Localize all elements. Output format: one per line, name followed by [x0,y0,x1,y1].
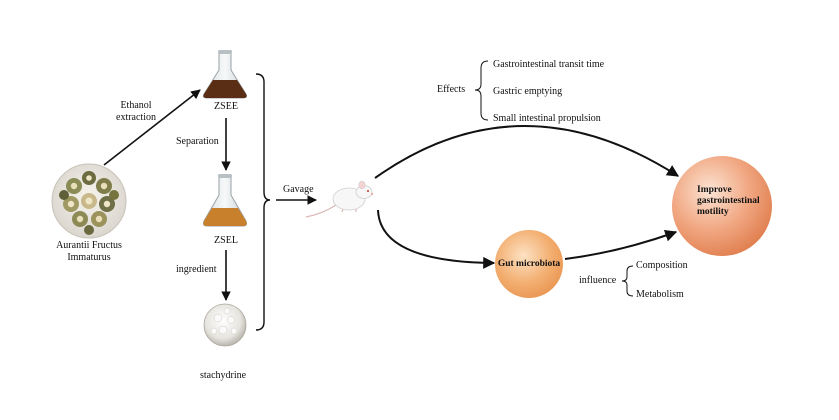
effects-label: Effects [437,84,466,95]
stachydrine-label: stachydrine [200,370,247,381]
gut-microbiota-label: Gut microbiota [497,259,561,269]
gut-microbiota-sphere [495,230,563,298]
zsee-label: ZSEE [214,101,238,112]
effect-item-gastric-emptying: Gastric emptying [493,86,563,97]
outcome-label-line1: Improve [697,185,732,195]
gut-curve-arrow [377,209,496,269]
gut-to-outcome-arrow [564,229,678,260]
source-name-line1: Aurantii Fructus [56,240,122,251]
source-name-line2: Immaturus [67,252,111,263]
gut-item-composition: Composition [636,260,688,271]
effect-item-intestinal-propulsion: Small intestinal propulsion [493,113,601,124]
effect-item-transit-time: Gastrointestinal transit time [493,59,605,70]
outcome-label-line2: gastrointestinal [697,196,760,206]
gut-item-metabolism: Metabolism [636,289,684,300]
ingredient-label: ingredient [176,264,217,275]
zsee-flask-icon [202,50,248,99]
extraction-arrow [103,89,201,166]
influence-brace [621,265,634,297]
outcome-label: Improve gastrointestinal motility [697,185,760,218]
effects-curve-arrow [374,125,680,179]
zsel-label: ZSEL [214,235,238,246]
extraction-label-line1: Ethanol [120,100,152,111]
zsel-flask-icon [202,174,248,227]
gavage-label: Gavage [283,184,314,195]
source-name: Aurantii Fructus Immaturus [34,240,144,264]
group-bracket [255,73,271,331]
outcome-label-line3: motility [697,207,729,217]
outcome-sphere [672,156,772,256]
extraction-label: Ethanol extraction [104,100,168,124]
separation-label: Separation [176,136,219,147]
effects-brace [474,60,489,121]
extraction-label-line2: extraction [116,112,156,123]
fruit-plate-icon [51,163,127,239]
stachydrine-powder-icon [203,303,247,347]
mouse-icon [305,180,373,218]
influence-label: influence [579,275,617,286]
